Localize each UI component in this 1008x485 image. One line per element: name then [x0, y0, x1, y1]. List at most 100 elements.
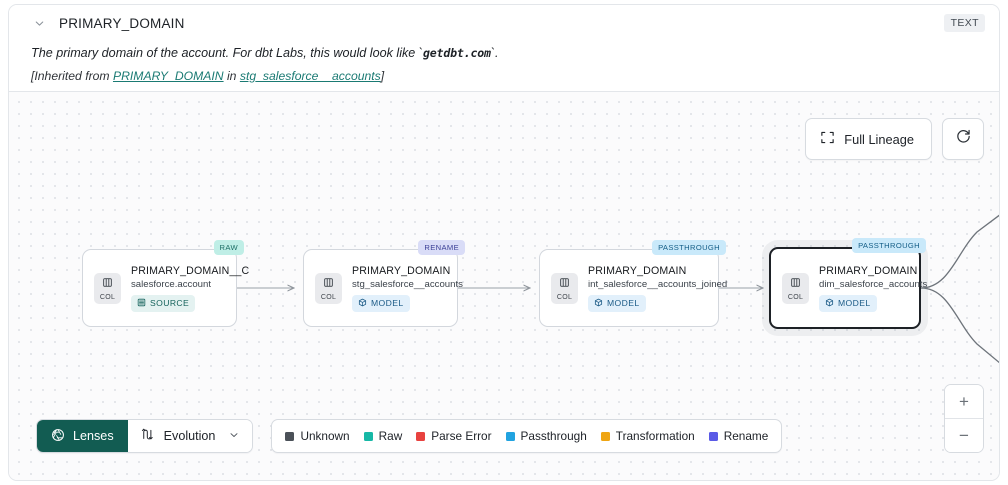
legend-swatch [285, 431, 295, 441]
node-materialization-badge: SOURCE [131, 294, 196, 312]
lineage-legend: Unknown Raw Parse Error Passthrough Tran… [271, 419, 783, 453]
column-chip-label: COL [556, 294, 573, 301]
legend-label: Passthrough [520, 429, 587, 443]
full-lineage-label: Full Lineage [844, 131, 914, 147]
edge-out-top [920, 214, 999, 289]
node-tag-badge: PASSTHROUGH [652, 240, 726, 255]
node-title: PRIMARY_DOMAIN [819, 264, 918, 277]
inherited-prefix: [Inherited from [31, 69, 113, 83]
refresh-icon [955, 128, 972, 150]
legend-swatch [600, 431, 610, 441]
lenses-segmented-control: Lenses Evolution [36, 419, 254, 453]
materialization-label: MODEL [838, 298, 871, 308]
evolution-icon [140, 427, 155, 445]
node-subtitle: int_salesforce__accounts_joined [588, 278, 728, 290]
expand-icon [820, 130, 835, 148]
materialization-label: SOURCE [150, 298, 190, 308]
column-chip: COL [782, 272, 809, 304]
column-chip: COL [551, 272, 578, 304]
node-body: PRIMARY_DOMAIN stg_salesforce__accounts … [342, 265, 463, 312]
column-icon [323, 275, 334, 293]
node-tag-badge: RENAME [418, 240, 465, 255]
column-description: The primary domain of the account. For d… [9, 41, 999, 62]
legend-item-transformation: Transformation [600, 429, 695, 443]
inherited-column-link[interactable]: PRIMARY_DOMAIN [112, 69, 224, 83]
column-lineage-panel: PRIMARY_DOMAIN TEXT The primary domain o… [8, 4, 1000, 481]
aperture-icon [51, 428, 65, 445]
node-tag-badge: PASSTHROUGH [852, 238, 926, 253]
node-tag-badge: RAW [213, 240, 244, 255]
legend-item-rename: Rename [708, 429, 769, 443]
evolution-dropdown[interactable]: Evolution [127, 420, 253, 452]
legend-label: Transformation [615, 429, 695, 443]
header-top-row: PRIMARY_DOMAIN TEXT [9, 5, 999, 41]
lenses-button[interactable]: Lenses [37, 420, 128, 452]
legend-label: Parse Error [431, 429, 492, 443]
legend-swatch [363, 431, 373, 441]
chevron-down-icon [228, 429, 240, 444]
node-body: PRIMARY_DOMAIN int_salesforce__accounts_… [578, 265, 727, 312]
node-materialization-badge: MODEL [588, 294, 646, 312]
column-chip: COL [94, 272, 121, 304]
column-icon [559, 275, 570, 293]
node-materialization-badge: MODEL [819, 294, 877, 312]
node-title: PRIMARY_DOMAIN [588, 264, 687, 277]
type-badge: TEXT [943, 14, 985, 32]
legend-swatch [505, 431, 515, 441]
node-title: PRIMARY_DOMAIN__C [131, 264, 250, 277]
model-icon [358, 298, 367, 309]
column-chip: COL [315, 272, 342, 304]
full-lineage-button[interactable]: Full Lineage [805, 118, 932, 160]
column-icon [790, 275, 801, 293]
zoom-controls: + − [944, 384, 984, 453]
column-chip-label: COL [320, 294, 337, 301]
canvas-bottom-toolbar: Lenses Evolution Unknown Raw Parse Error… [36, 419, 783, 453]
description-tail: `. [490, 46, 499, 60]
legend-label: Unknown [300, 429, 350, 443]
inherited-model-link[interactable]: stg_salesforce__accounts [239, 69, 381, 83]
chevron-down-icon[interactable] [31, 15, 47, 31]
materialization-label: MODEL [607, 298, 640, 308]
lineage-node[interactable]: RENAME COL PRIMARY_DOMAIN stg_salesforce… [303, 240, 465, 327]
canvas-controls: Full Lineage [805, 118, 984, 160]
description-text: The primary domain of the account. For d… [31, 46, 423, 60]
legend-label: Raw [378, 429, 403, 443]
legend-swatch [708, 431, 718, 441]
legend-label: Rename [723, 429, 769, 443]
description-code: getdbt.com [423, 46, 491, 60]
column-chip-label: COL [787, 294, 804, 301]
lineage-node-selected[interactable]: PASSTHROUGH COL PRIMARY_DOMAIN dim_sales… [769, 238, 927, 329]
refresh-button[interactable] [942, 118, 984, 160]
legend-item-passthrough: Passthrough [505, 429, 587, 443]
zoom-divider [945, 418, 983, 419]
node-subtitle: salesforce.account [131, 278, 211, 290]
inherited-mid: in [223, 69, 240, 83]
node-subtitle: stg_salesforce__accounts [352, 278, 463, 290]
evolution-label: Evolution [163, 429, 216, 443]
source-icon [137, 298, 146, 309]
materialization-label: MODEL [371, 298, 404, 308]
node-title: PRIMARY_DOMAIN [352, 264, 451, 277]
zoom-in-button[interactable]: + [945, 385, 983, 418]
legend-item-unknown: Unknown [285, 429, 350, 443]
lineage-canvas[interactable]: Full Lineage + − RAW [9, 92, 999, 480]
node-materialization-badge: MODEL [352, 294, 410, 312]
column-header: PRIMARY_DOMAIN TEXT The primary domain o… [9, 5, 999, 92]
inherited-from-line: [Inherited from PRIMARY_DOMAIN in stg_sa… [9, 62, 999, 83]
legend-item-parse-error: Parse Error [416, 429, 492, 443]
legend-swatch [416, 431, 426, 441]
page-title: PRIMARY_DOMAIN [59, 15, 185, 31]
lineage-node[interactable]: PASSTHROUGH COL PRIMARY_DOMAIN int_sales… [539, 240, 727, 327]
node-subtitle: dim_salesforce_accounts [819, 278, 928, 290]
lineage-node[interactable]: RAW COL PRIMARY_DOMAIN__C salesforce.acc… [82, 240, 249, 327]
model-icon [594, 298, 603, 309]
lenses-label: Lenses [73, 429, 114, 443]
model-icon [825, 298, 834, 309]
node-body: PRIMARY_DOMAIN dim_salesforce_accounts M… [809, 265, 927, 312]
column-icon [102, 275, 113, 293]
column-chip-label: COL [99, 294, 116, 301]
legend-item-raw: Raw [363, 429, 403, 443]
zoom-out-button[interactable]: − [945, 419, 983, 452]
inherited-suffix: ] [380, 69, 385, 83]
node-body: PRIMARY_DOMAIN__C salesforce.account SOU… [121, 265, 249, 312]
